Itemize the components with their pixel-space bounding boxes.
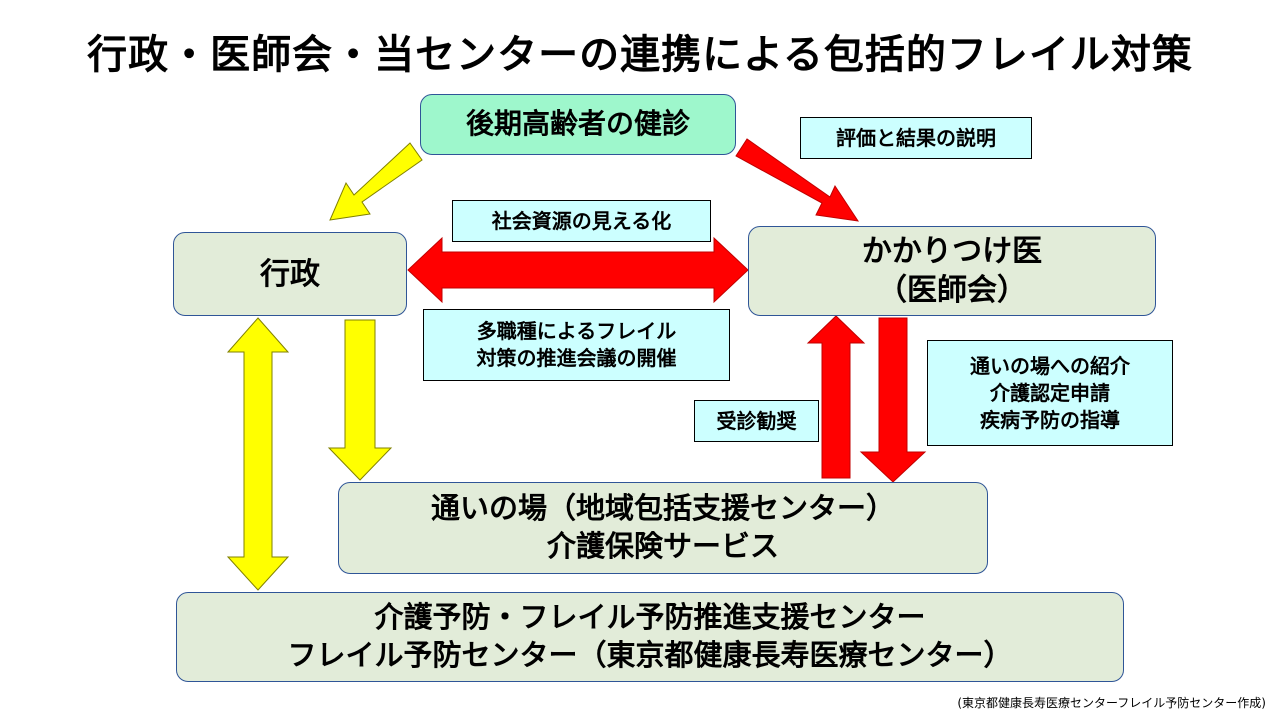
arrow-checkup-to-doctor	[735, 138, 860, 222]
node-checkup-text: 後期高齢者の健診	[465, 107, 690, 141]
arrow-gov-center-double	[226, 317, 290, 591]
label-consult-text: 受診勧奨	[716, 408, 797, 433]
node-center: 介護予防・フレイル予防推進支援センター フレイル予防センター（東京都健康長寿医療…	[176, 592, 1124, 682]
arrow-kayoi-to-doctor	[806, 315, 866, 479]
node-center-line2: フレイル予防センター（東京都健康長寿医療センター）	[287, 638, 1013, 672]
node-doctor: かかりつけ医 （医師会）	[748, 226, 1156, 316]
label-meeting-line1: 多職種によるフレイル	[476, 319, 677, 343]
label-referral-line1: 通いの場への紹介	[970, 353, 1130, 378]
page-title: 行政・医師会・当センターの連携による包括的フレイル対策	[87, 32, 1193, 78]
node-doctor-line2: （医師会）	[877, 273, 1027, 308]
node-kayoi-line1: 通いの場（地域包括支援センター）	[430, 491, 895, 526]
credit-note: (東京都健康長寿医療センターフレイル予防センター作成)	[957, 696, 1266, 710]
label-visualize: 社会資源の見える化	[452, 200, 711, 242]
arrow-doctor-to-kayoi	[859, 317, 927, 483]
label-consult: 受診勧奨	[694, 400, 819, 442]
node-gov: 行政	[173, 232, 407, 316]
node-doctor-line1: かかりつけ医	[861, 234, 1043, 269]
arrow-gov-to-kayoi	[327, 319, 393, 481]
label-meeting-line2: 対策の推進会議の開催	[476, 346, 677, 370]
node-checkup: 後期高齢者の健診	[420, 94, 736, 155]
label-evaluation: 評価と結果の説明	[800, 117, 1032, 159]
arrow-gov-doctor-double	[407, 236, 749, 304]
node-center-line1: 介護予防・フレイル予防推進支援センター	[374, 600, 926, 635]
label-referral-line2: 介護認定申請	[990, 380, 1110, 405]
label-evaluation-text: 評価と結果の説明	[836, 125, 996, 150]
node-kayoi: 通いの場（地域包括支援センター） 介護保険サービス	[338, 482, 988, 574]
node-gov-text: 行政	[260, 256, 320, 292]
arrow-checkup-to-gov	[329, 142, 423, 221]
label-meeting: 多職種によるフレイル 対策の推進会議の開催	[423, 309, 730, 381]
label-visualize-text: 社会資源の見える化	[491, 208, 672, 233]
node-kayoi-line2: 介護保険サービス	[546, 529, 779, 563]
label-referral-line3: 疾病予防の指導	[980, 407, 1120, 432]
label-referral: 通いの場への紹介 介護認定申請 疾病予防の指導	[927, 340, 1173, 446]
